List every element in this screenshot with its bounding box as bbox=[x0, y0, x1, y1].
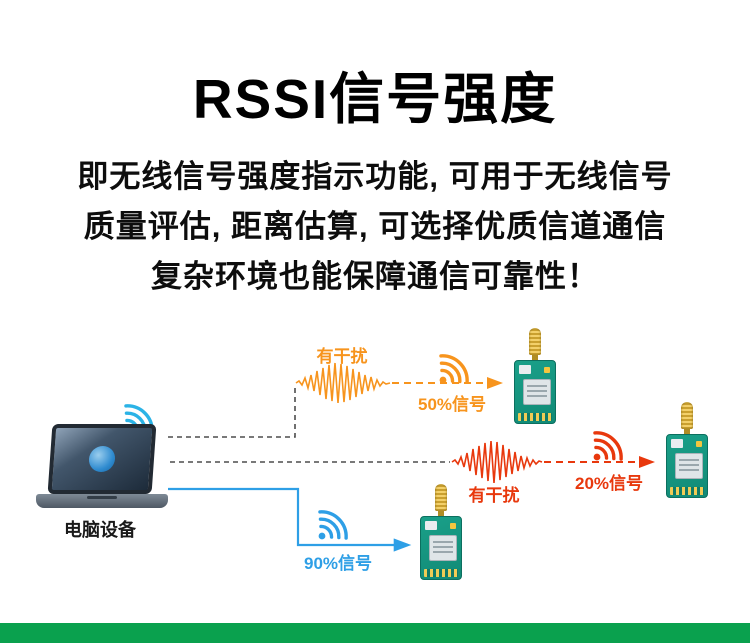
module-pins bbox=[518, 413, 552, 421]
computer-label: 电脑设备 bbox=[64, 520, 136, 540]
description: 即无线信号强度指示功能, 可用于无线信号 质量评估, 距离估算, 可选择优质信道… bbox=[0, 152, 750, 302]
middle-signal-label: 20%信号 bbox=[574, 474, 644, 493]
description-line-1: 即无线信号强度指示功能, 可用于无线信号 bbox=[77, 159, 673, 194]
module-connector bbox=[671, 439, 683, 448]
bottom-signal-label: 90%信号 bbox=[303, 554, 373, 573]
rf-module-bottom bbox=[418, 484, 464, 580]
top-interference-label: 有干扰 bbox=[316, 347, 368, 366]
module-chip bbox=[429, 535, 457, 561]
top-path-dashed-line bbox=[168, 388, 296, 438]
rf-module-top bbox=[512, 328, 558, 424]
middle-interference-label: 有干扰 bbox=[468, 486, 520, 505]
module-antenna-stem bbox=[438, 511, 444, 516]
module-antenna-stem bbox=[684, 429, 690, 434]
module-connector bbox=[425, 521, 437, 530]
wifi-signal-50-icon bbox=[425, 348, 475, 398]
module-antenna-stem bbox=[532, 355, 538, 360]
laptop-base bbox=[36, 494, 168, 508]
description-line-3: 复杂环境也能保障通信可靠性！ bbox=[151, 259, 599, 294]
module-pins bbox=[670, 487, 704, 495]
module-antenna-icon bbox=[435, 484, 447, 511]
interference-waveform-red bbox=[451, 440, 543, 484]
module-pcb bbox=[420, 516, 462, 580]
rf-module-right bbox=[664, 402, 710, 498]
laptop-logo bbox=[88, 446, 116, 472]
module-antenna-icon bbox=[529, 328, 541, 355]
module-pcb bbox=[514, 360, 556, 424]
wifi-signal-90-icon bbox=[304, 504, 354, 554]
module-chip bbox=[675, 453, 703, 479]
laptop-icon bbox=[36, 424, 168, 512]
module-chip bbox=[523, 379, 551, 405]
wifi-signal-20-icon bbox=[579, 425, 629, 475]
module-pcb bbox=[666, 434, 708, 498]
module-connector bbox=[519, 365, 531, 374]
interference-waveform-orange bbox=[295, 362, 391, 404]
module-component bbox=[450, 523, 456, 529]
description-line-2: 质量评估, 距离估算, 可选择优质信道通信 bbox=[83, 209, 667, 244]
blue-signal-arrow bbox=[168, 487, 412, 552]
laptop-screen bbox=[47, 424, 157, 494]
footer-bar bbox=[0, 623, 750, 643]
module-component bbox=[696, 441, 702, 447]
page-title: RSSI信号强度 bbox=[192, 68, 558, 130]
top-signal-label: 50%信号 bbox=[417, 395, 487, 414]
module-component bbox=[544, 367, 550, 373]
module-pins bbox=[424, 569, 458, 577]
module-antenna-icon bbox=[681, 402, 693, 429]
